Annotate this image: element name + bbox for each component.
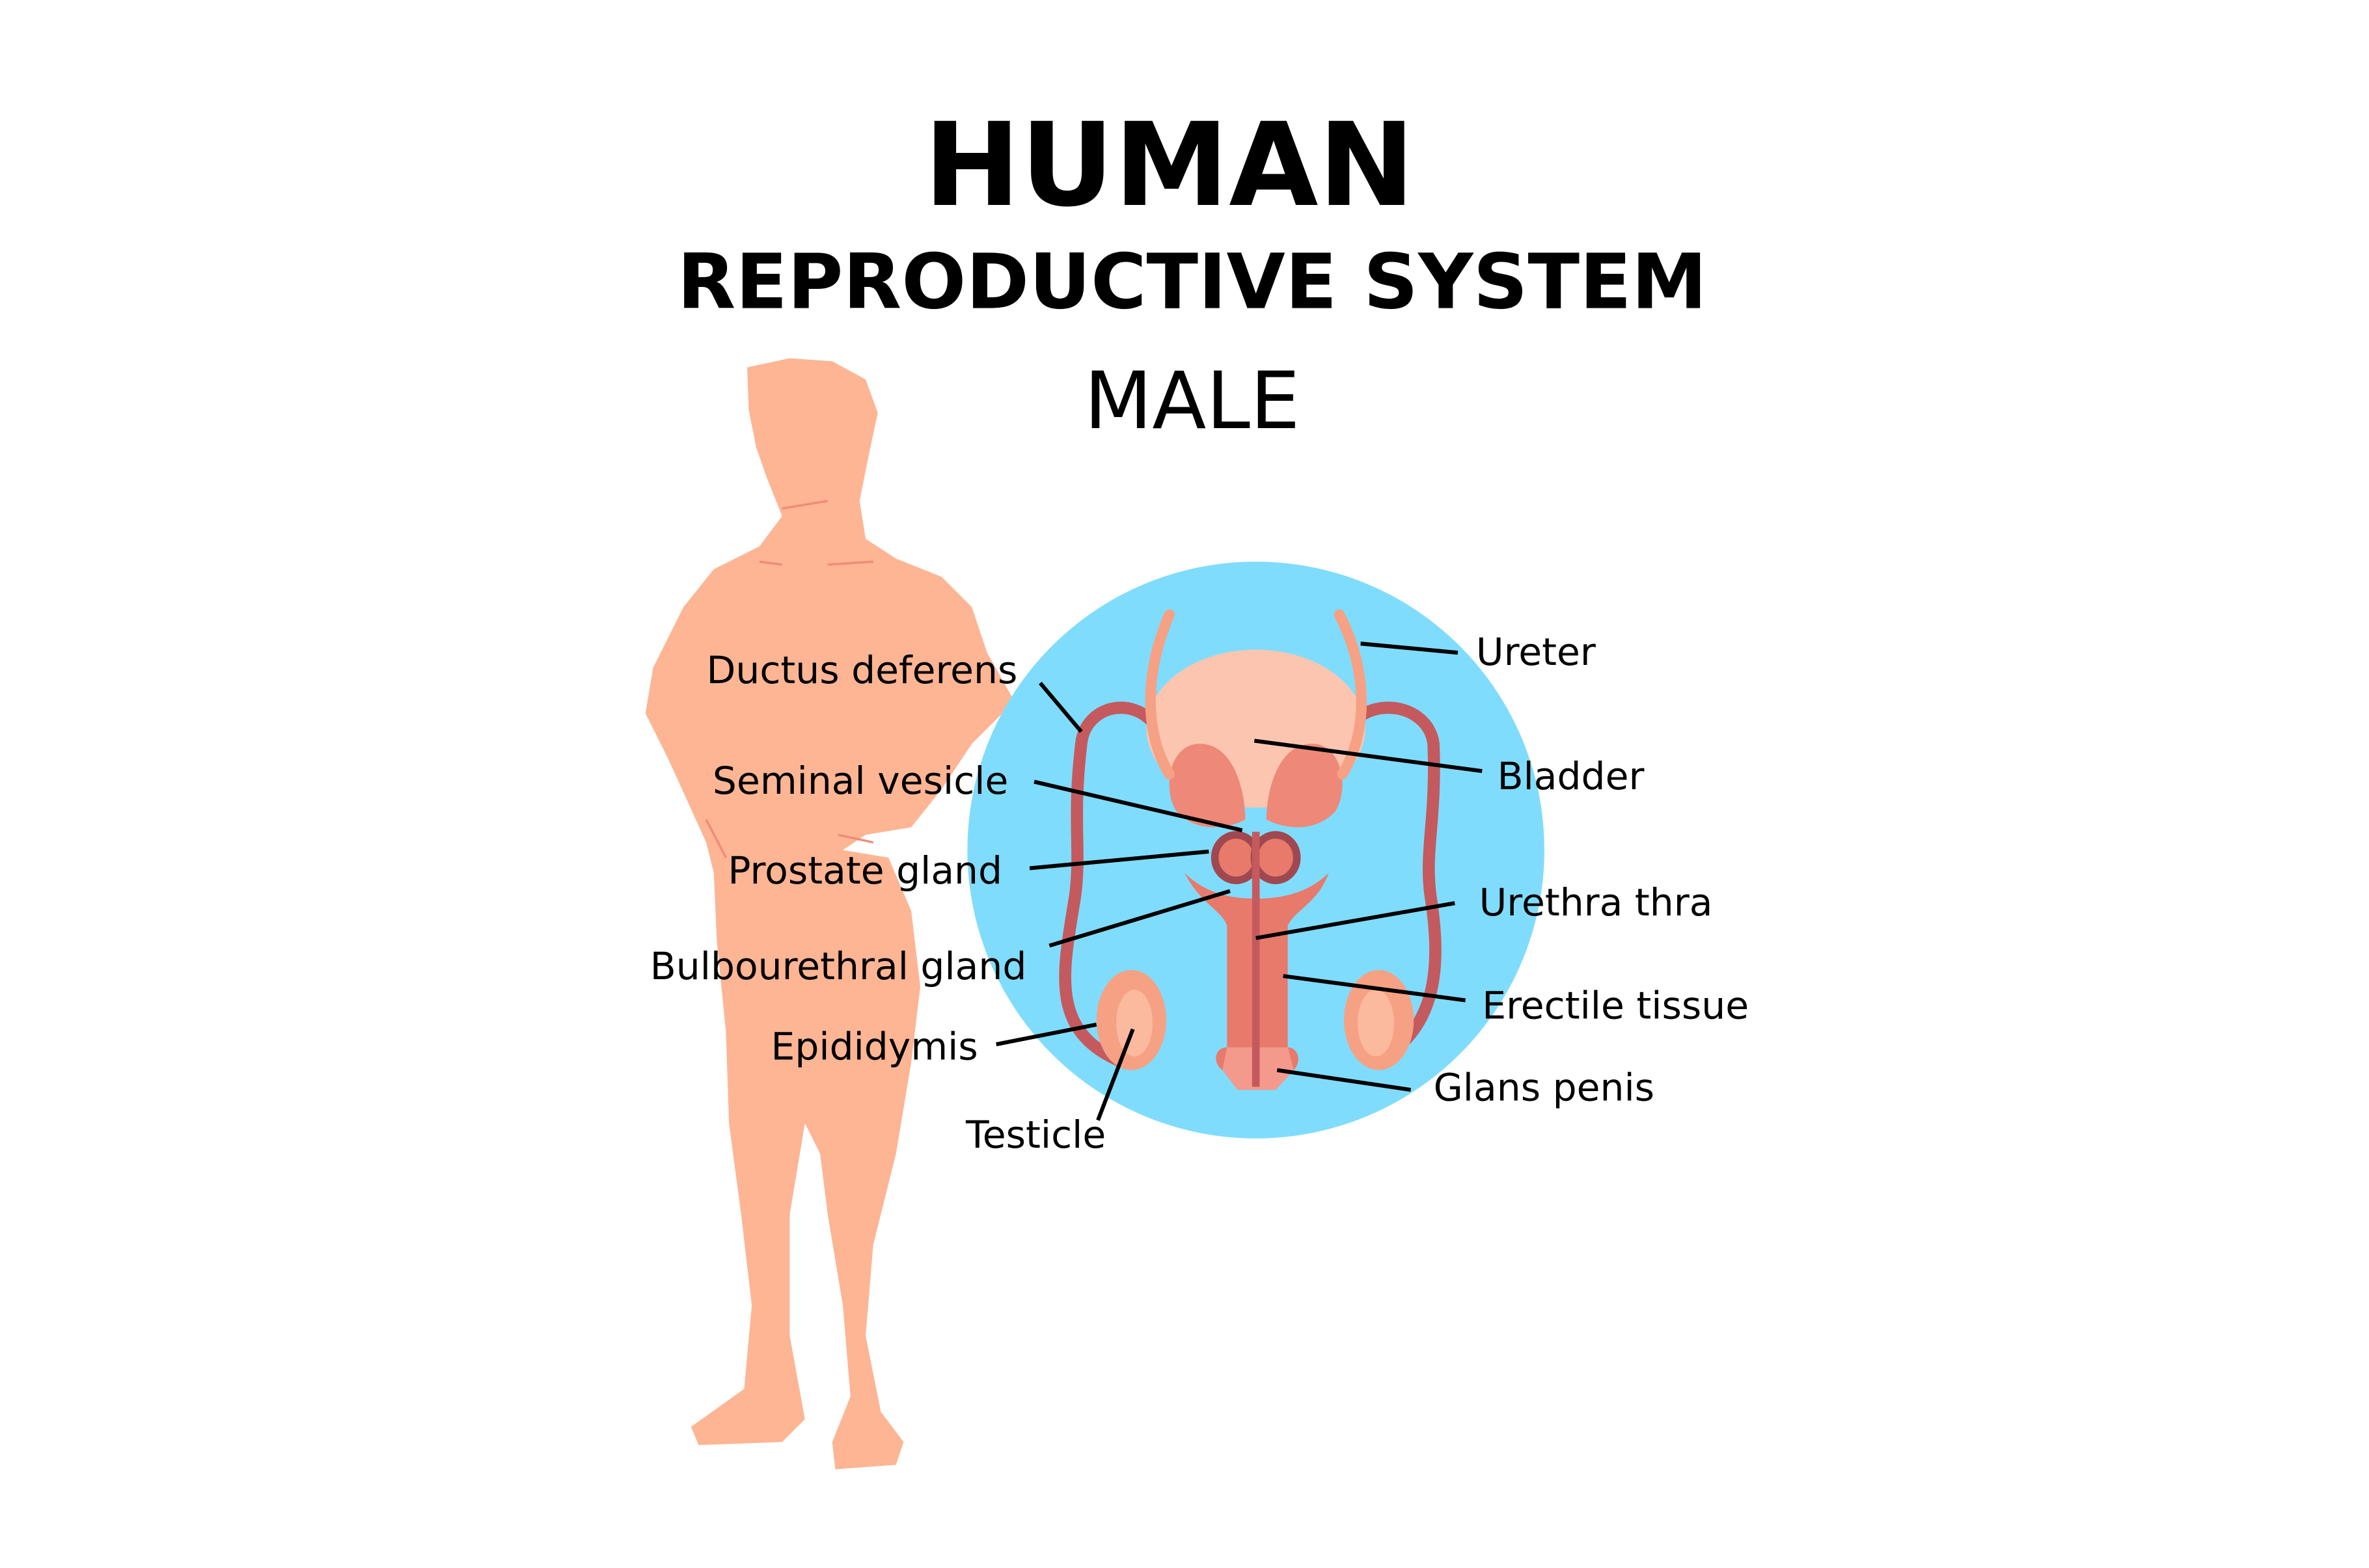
title-human: HUMAN [924, 98, 1414, 232]
label-ureter: Ureter [1476, 630, 1596, 674]
hand-line [705, 500, 874, 858]
label-epididymis: Epididymis [771, 1024, 978, 1068]
label-prostate-gland: Prostate gland [728, 848, 1002, 893]
human-body-silhouette [645, 358, 1015, 1470]
prostate-right [1250, 831, 1301, 884]
label-erectile-tissue: Erectile tissue [1482, 983, 1749, 1027]
ductus-deferens-right [1330, 701, 1442, 1068]
label-bulbourethral-gland: Bulbourethral gland [650, 944, 1027, 988]
label-ductus-deferens: Ductus deferens [706, 648, 1017, 692]
label-glans-penis: Glans penis [1434, 1065, 1654, 1109]
seminal-vesicle-shape [1169, 744, 1343, 828]
testicle-right-inner [1357, 990, 1394, 1057]
reproductive-organs [1059, 609, 1442, 1090]
label-urethra: Urethra thra [1479, 880, 1713, 925]
label-seminal-vesicle: Seminal vesicle [713, 759, 1008, 803]
testicle-left-inner [1116, 990, 1153, 1057]
title-male: MALE [1084, 355, 1300, 447]
label-testicle: Testicle [965, 1113, 1106, 1157]
ureter-left [1145, 609, 1175, 780]
label-bladder: Bladder [1498, 754, 1645, 798]
ductus-deferens-left [1059, 701, 1173, 1068]
leader-lines [996, 642, 1483, 1121]
title-reproductive-system: REPRODUCTIVE SYSTEM [677, 238, 1706, 327]
ureter-right [1334, 609, 1367, 780]
